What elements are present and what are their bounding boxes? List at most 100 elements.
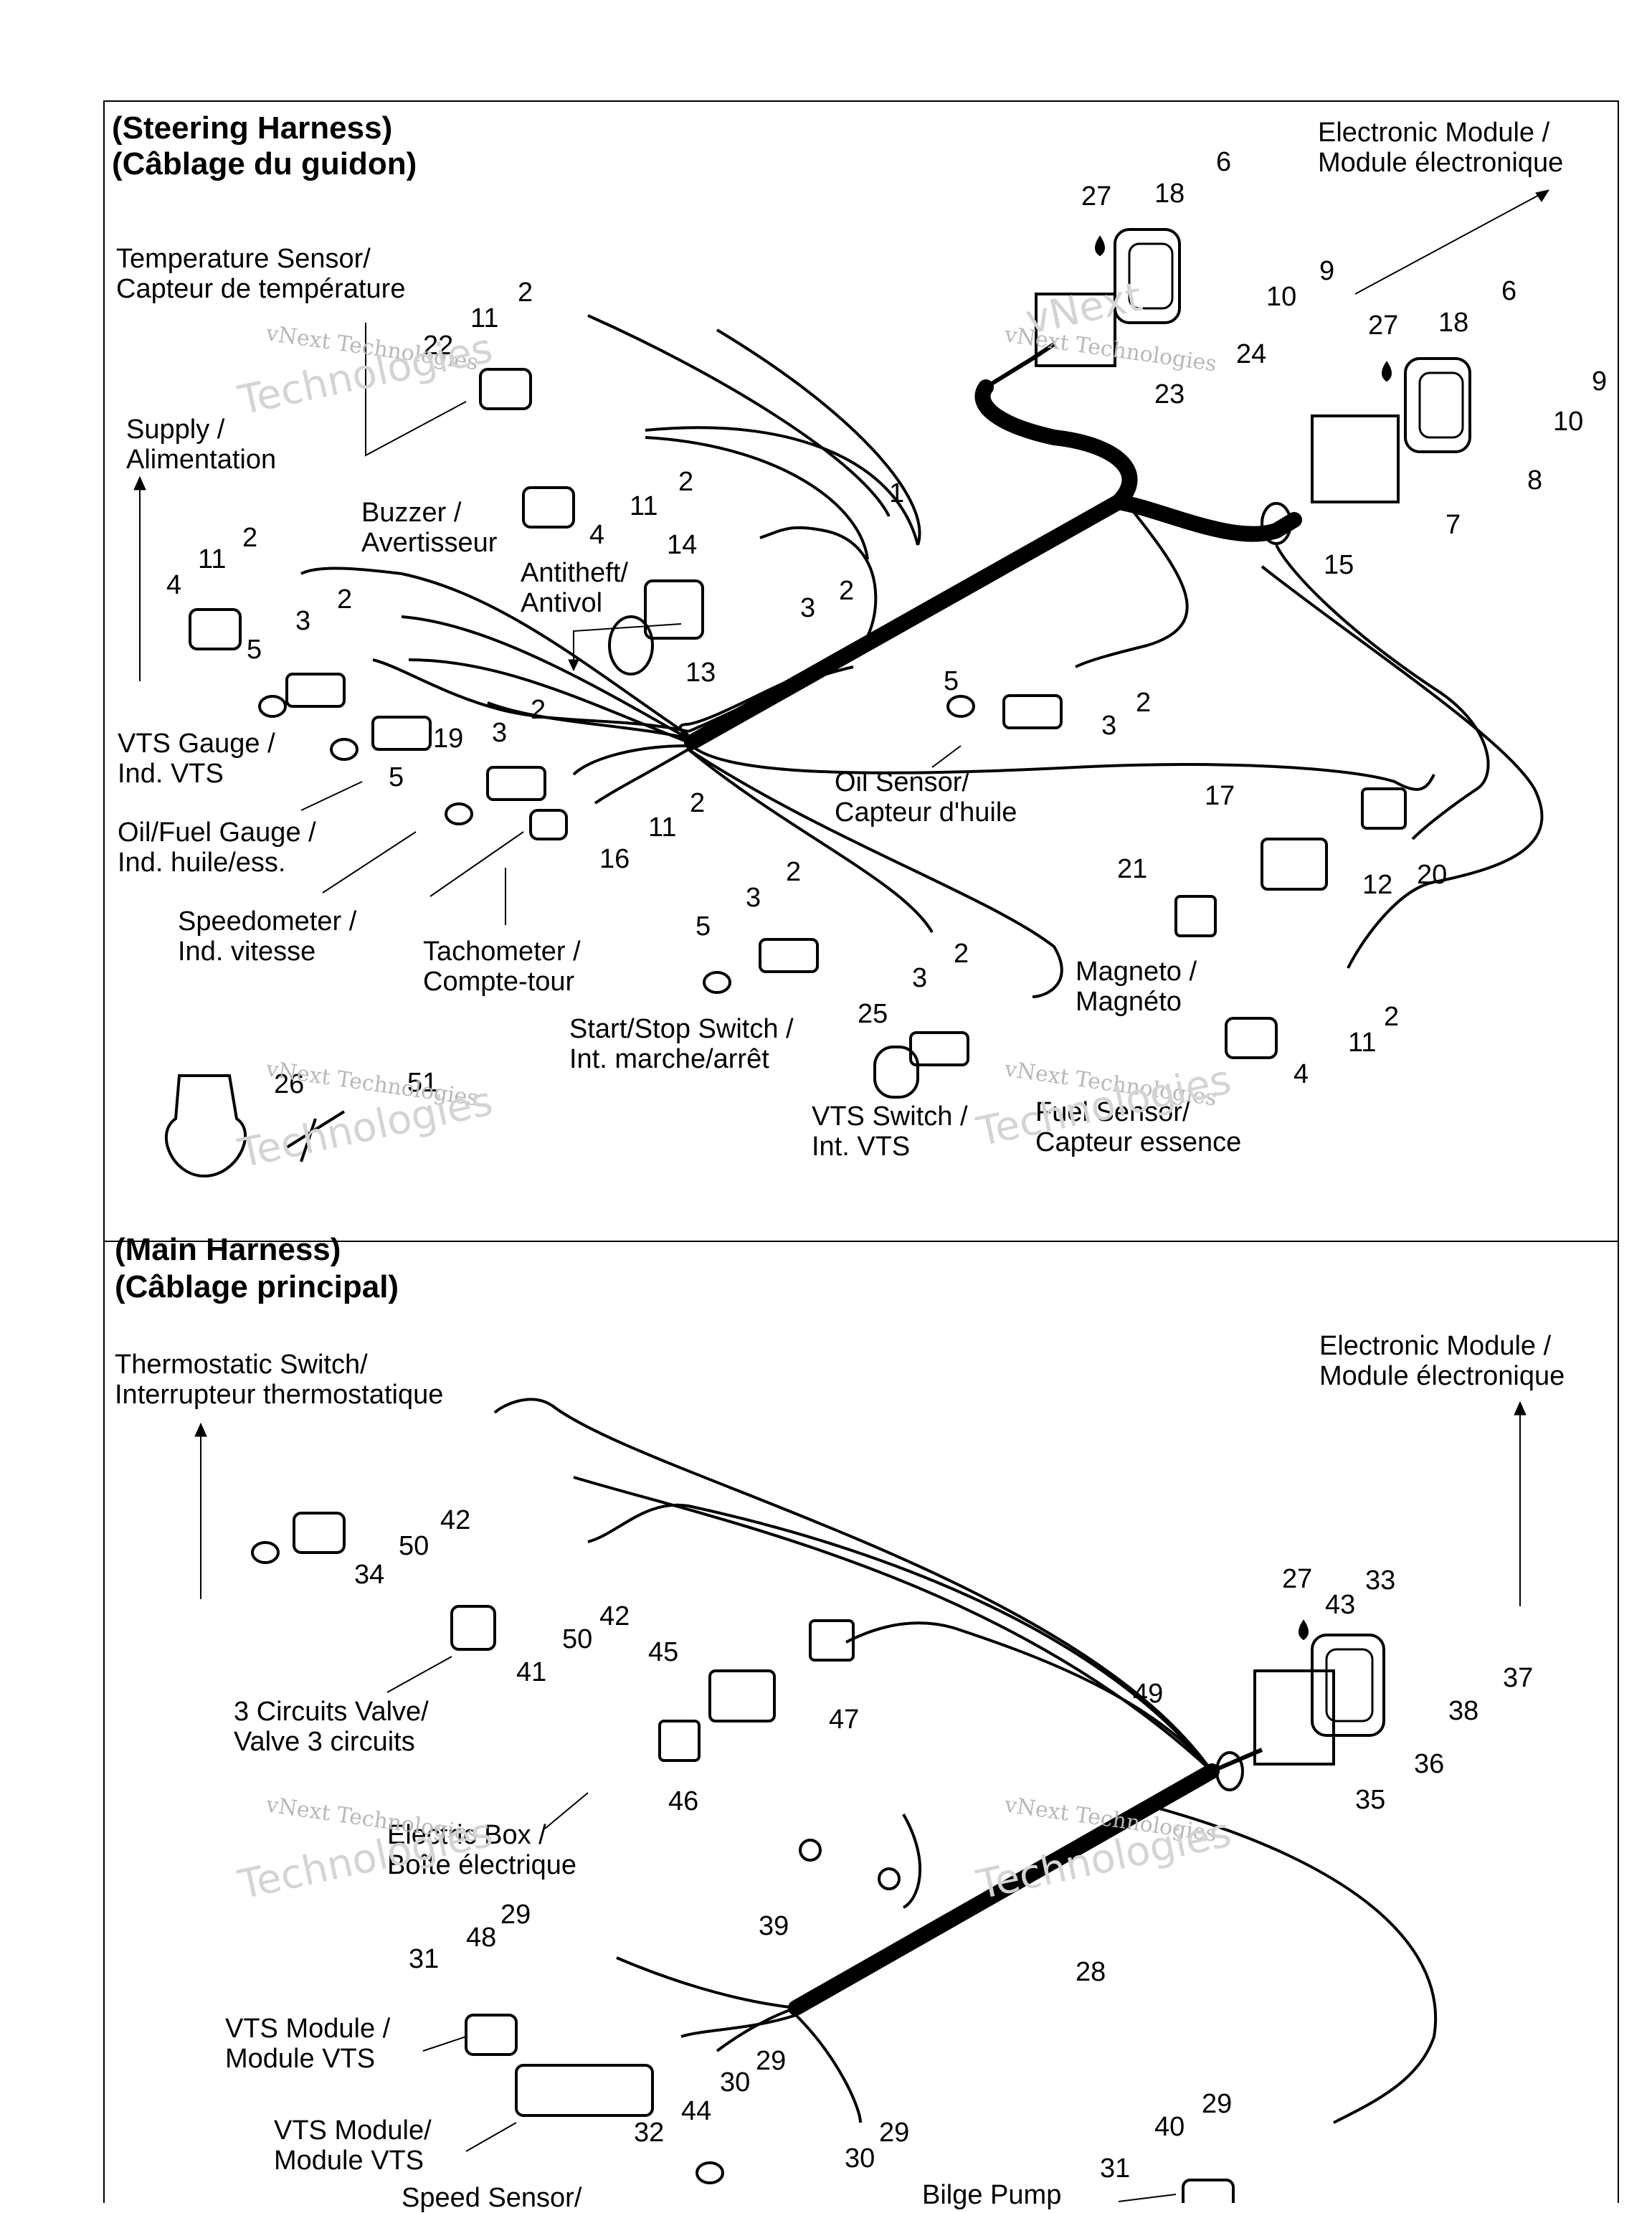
part-number: 6 bbox=[1216, 147, 1232, 177]
label-supply-fr: Alimentation bbox=[126, 445, 277, 475]
label-fuel-sensor-fr: Capteur essence bbox=[1035, 1127, 1242, 1157]
label-vts-gauge: VTS Gauge / bbox=[118, 729, 275, 759]
part-number: 43 bbox=[1325, 1590, 1356, 1620]
part-number: 14 bbox=[667, 530, 698, 560]
label-electronic-module: Electronic Module / bbox=[1318, 118, 1550, 148]
part-number: 11 bbox=[1348, 1028, 1377, 1058]
part-number: 2 bbox=[786, 857, 802, 887]
main-harness-panel bbox=[103, 1241, 1619, 2203]
part-number: 31 bbox=[1100, 2153, 1131, 2184]
part-number: 45 bbox=[648, 1637, 679, 1667]
label-temperature-sensor: Temperature Sensor/ bbox=[116, 244, 371, 274]
part-number: 2 bbox=[678, 467, 694, 497]
part-number: 3 bbox=[1101, 711, 1117, 741]
part-number: 41 bbox=[516, 1657, 547, 1687]
label-antitheft-fr: Antivol bbox=[521, 588, 603, 618]
part-number: 20 bbox=[1417, 860, 1448, 890]
label-3-circuits-valve: 3 Circuits Valve/ bbox=[234, 1697, 429, 1727]
part-number: 50 bbox=[562, 1624, 593, 1654]
main-title-fr: (Câblage principal) bbox=[115, 1269, 399, 1304]
part-number: 51 bbox=[407, 1068, 438, 1098]
label-start-stop-switch: Start/Stop Switch / bbox=[569, 1014, 794, 1044]
part-number: 3 bbox=[295, 606, 311, 636]
part-number: 5 bbox=[696, 911, 711, 942]
part-number: 15 bbox=[1324, 550, 1354, 580]
label-oil-sensor: Oil Sensor/ bbox=[835, 767, 969, 797]
part-number: 2 bbox=[337, 584, 353, 615]
part-number: 36 bbox=[1414, 1749, 1445, 1779]
part-number: 30 bbox=[845, 2143, 875, 2174]
part-number: 2 bbox=[839, 576, 855, 606]
label-speedometer-fr: Ind. vitesse bbox=[178, 937, 316, 967]
part-number: 2 bbox=[690, 788, 706, 818]
part-number: 5 bbox=[389, 762, 404, 792]
part-number: 33 bbox=[1365, 1565, 1396, 1596]
part-number: 29 bbox=[1202, 2089, 1233, 2119]
part-number: 4 bbox=[589, 520, 605, 550]
part-number: 17 bbox=[1205, 781, 1235, 811]
part-number: 2 bbox=[1384, 1002, 1400, 1032]
part-number: 5 bbox=[944, 666, 959, 696]
label-tachometer: Tachometer / bbox=[423, 937, 581, 967]
steering-title-fr: (Câblage du guidon) bbox=[112, 146, 417, 181]
part-number: 47 bbox=[829, 1705, 860, 1735]
label-vts-switch: VTS Switch / bbox=[812, 1101, 968, 1132]
part-number: 48 bbox=[466, 1923, 497, 1953]
label-3-circuits-valve-fr: Valve 3 circuits bbox=[234, 1727, 415, 1757]
label-speed-sensor: Speed Sensor/ bbox=[402, 2183, 582, 2213]
part-number: 2 bbox=[1136, 688, 1152, 718]
label-vts-module-a-fr: Module VTS bbox=[225, 2044, 376, 2074]
label-magneto: Magneto / bbox=[1076, 957, 1197, 987]
label-vts-module-b: VTS Module/ bbox=[274, 2115, 432, 2146]
label-vts-module-b-fr: Module VTS bbox=[274, 2146, 424, 2176]
part-number: 42 bbox=[599, 1601, 630, 1631]
part-number: 19 bbox=[433, 724, 464, 754]
part-number: 29 bbox=[879, 2118, 910, 2148]
part-number: 49 bbox=[1133, 1679, 1164, 1709]
part-number: 29 bbox=[500, 1900, 531, 1930]
label-tachometer-fr: Compte-tour bbox=[423, 967, 575, 997]
label-oil-fuel-gauge-fr: Ind. huile/ess. bbox=[118, 848, 286, 878]
part-number: 42 bbox=[440, 1505, 471, 1535]
part-number: 27 bbox=[1368, 311, 1399, 341]
part-number: 24 bbox=[1236, 339, 1267, 369]
part-number: 28 bbox=[1076, 1957, 1106, 1987]
part-number: 1 bbox=[889, 478, 905, 508]
part-number: 21 bbox=[1117, 854, 1148, 884]
part-number: 3 bbox=[800, 593, 816, 623]
part-number: 35 bbox=[1355, 1785, 1386, 1815]
part-number: 18 bbox=[1154, 179, 1185, 209]
part-number: 11 bbox=[470, 303, 499, 333]
part-number: 3 bbox=[912, 963, 928, 993]
part-number: 22 bbox=[423, 331, 454, 361]
label-electric-box: Electric Box / bbox=[387, 1820, 546, 1850]
part-number: 7 bbox=[1446, 510, 1461, 540]
part-number: 27 bbox=[1081, 181, 1112, 212]
part-number: 25 bbox=[858, 999, 888, 1029]
part-number: 3 bbox=[492, 718, 508, 748]
label-electronic-module-main: Electronic Module / bbox=[1319, 1331, 1552, 1361]
part-number: 2 bbox=[954, 939, 969, 969]
label-supply: Supply / bbox=[126, 414, 225, 445]
part-number: 40 bbox=[1154, 2112, 1185, 2142]
label-buzzer: Buzzer / bbox=[361, 498, 462, 528]
part-number: 37 bbox=[1503, 1663, 1534, 1693]
part-number: 27 bbox=[1282, 1564, 1313, 1594]
label-thermostatic-switch-fr: Interrupteur thermostatique bbox=[115, 1380, 444, 1410]
part-number: 18 bbox=[1438, 308, 1469, 338]
part-number: 46 bbox=[668, 1786, 699, 1816]
part-number: 11 bbox=[648, 812, 677, 843]
label-antitheft: Antitheft/ bbox=[521, 558, 628, 588]
label-vts-module-a: VTS Module / bbox=[225, 2014, 391, 2044]
part-number: 2 bbox=[518, 278, 533, 308]
part-number: 44 bbox=[681, 2096, 712, 2126]
steering-title-en: (Steering Harness) bbox=[112, 110, 393, 146]
main-title-en: (Main Harness) bbox=[115, 1232, 341, 1267]
part-number: 11 bbox=[630, 491, 658, 521]
part-number: 16 bbox=[599, 844, 630, 874]
part-number: 26 bbox=[274, 1069, 305, 1099]
label-oil-fuel-gauge: Oil/Fuel Gauge / bbox=[118, 818, 316, 848]
label-temperature-sensor-fr: Capteur de température bbox=[116, 274, 406, 304]
part-number: 10 bbox=[1553, 407, 1584, 437]
